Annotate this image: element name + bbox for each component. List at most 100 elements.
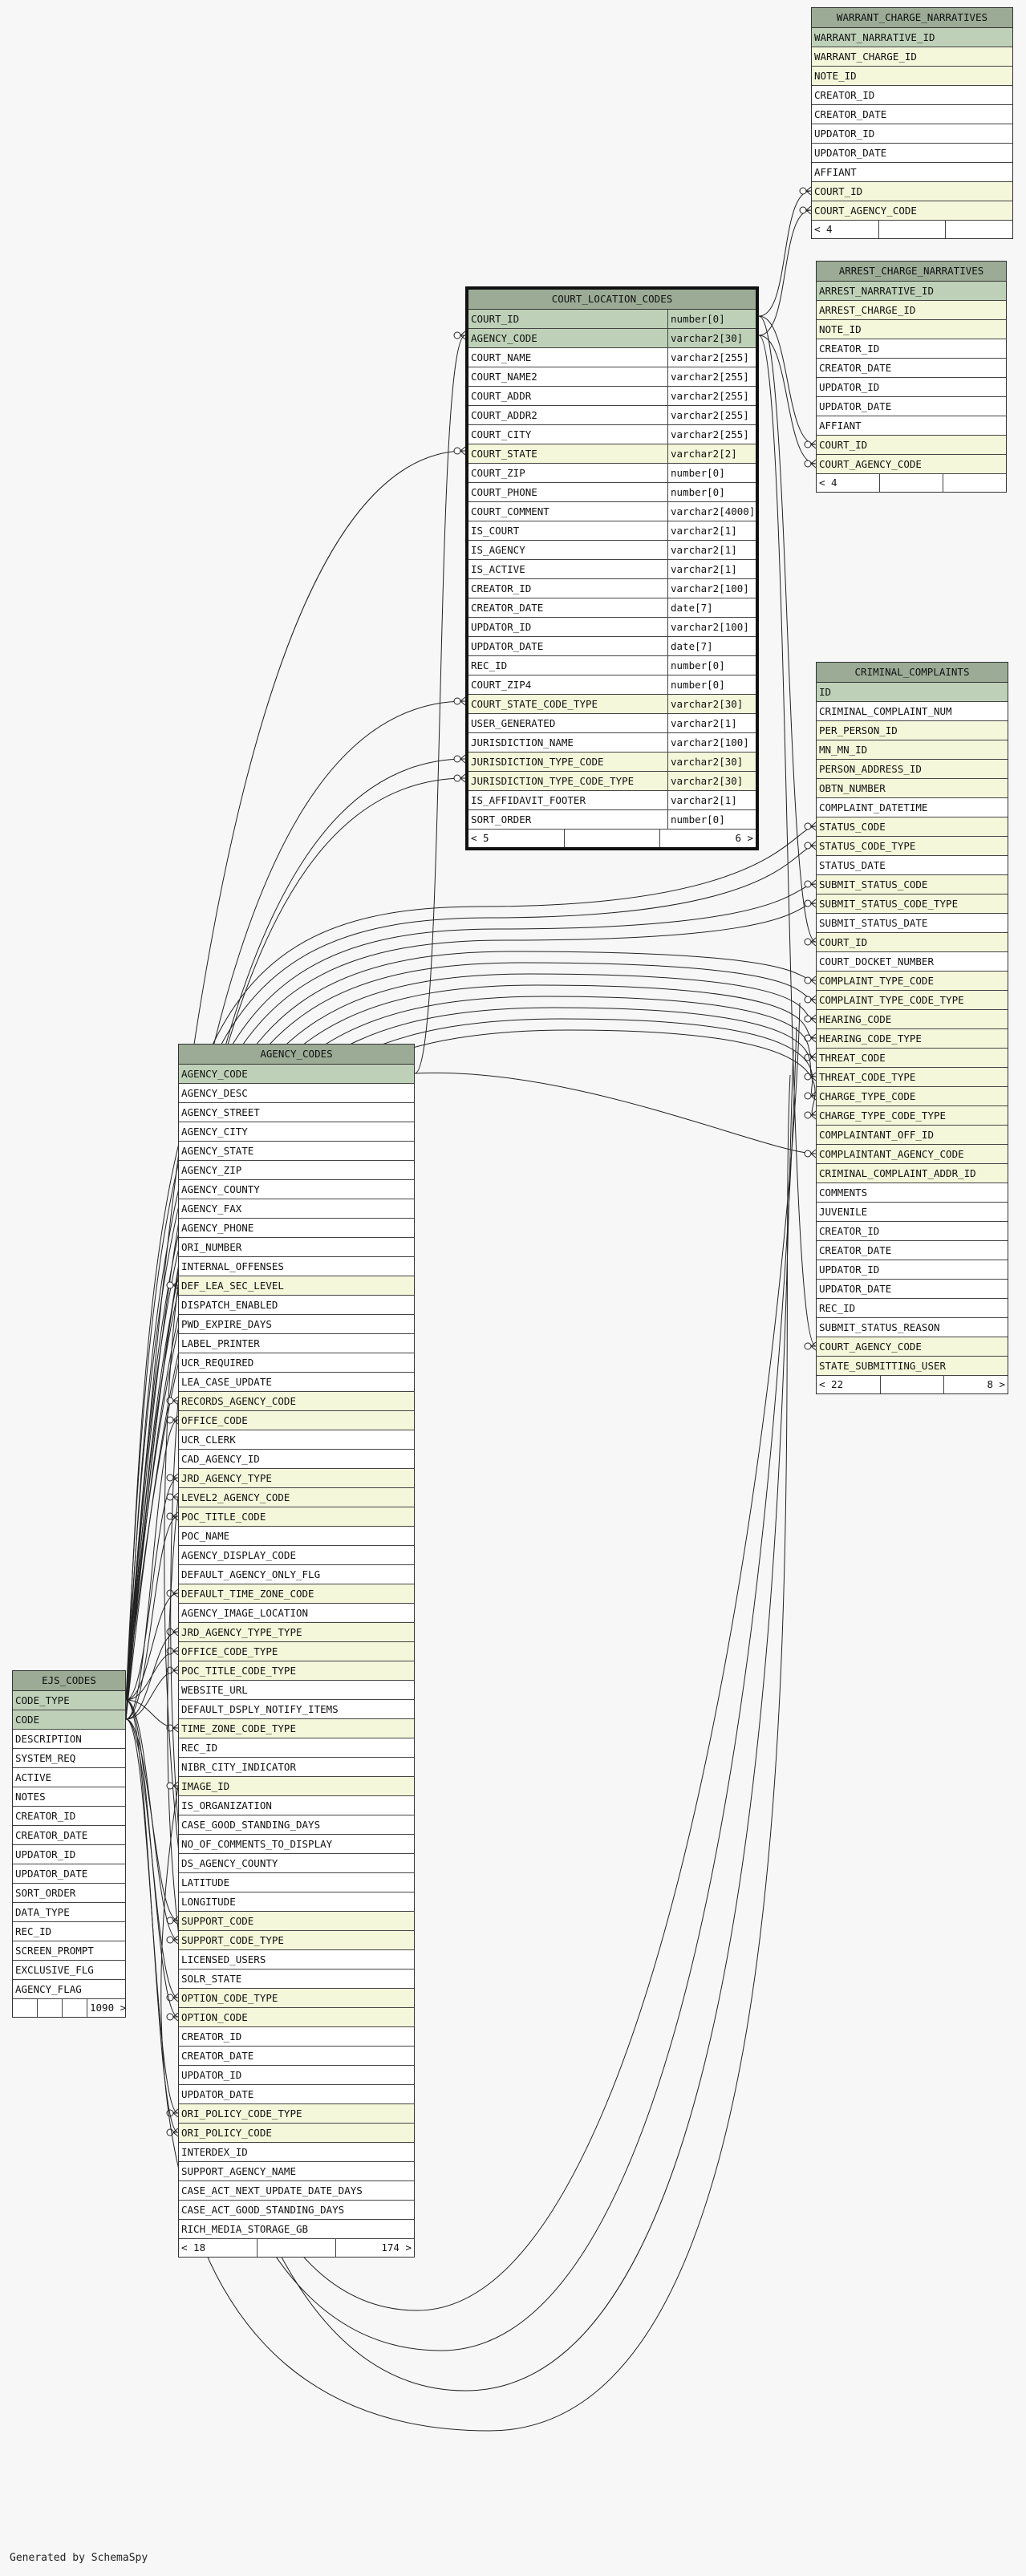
column-row-support-code-type[interactable]: SUPPORT_CODE_TYPE: [179, 1931, 414, 1950]
column-row-def-lea-sec-level[interactable]: DEF_LEA_SEC_LEVEL: [179, 1276, 414, 1296]
column-row-default-time-zone-code[interactable]: DEFAULT_TIME_ZONE_CODE: [179, 1584, 414, 1604]
parents-count[interactable]: < 18: [179, 2239, 258, 2257]
column-row-charge-type-code-type[interactable]: CHARGE_TYPE_CODE_TYPE: [817, 1106, 1008, 1126]
column-row-system-req[interactable]: SYSTEM_REQ: [13, 1749, 125, 1768]
column-row-per-person-id[interactable]: PER_PERSON_ID: [817, 721, 1008, 740]
column-row-support-agency-name[interactable]: SUPPORT_AGENCY_NAME: [179, 2162, 414, 2181]
column-row-website-url[interactable]: WEBSITE_URL: [179, 1681, 414, 1700]
column-row-case-good-standing-days[interactable]: CASE_GOOD_STANDING_DAYS: [179, 1815, 414, 1835]
column-row-exclusive-flg[interactable]: EXCLUSIVE_FLG: [13, 1961, 125, 1980]
column-row-note-id[interactable]: NOTE_ID: [812, 67, 1012, 86]
column-row-court-agency-code[interactable]: COURT_AGENCY_CODE: [812, 201, 1012, 221]
column-row-submit-status-date[interactable]: SUBMIT_STATUS_DATE: [817, 914, 1008, 933]
column-row-submit-status-reason[interactable]: SUBMIT_STATUS_REASON: [817, 1318, 1008, 1337]
column-row-agency-fax[interactable]: AGENCY_FAX: [179, 1199, 414, 1219]
column-row-nibr-city-indicator[interactable]: NIBR_CITY_INDICATOR: [179, 1758, 414, 1777]
column-row-ucr-clerk[interactable]: UCR_CLERK: [179, 1430, 414, 1450]
column-row-agency-desc[interactable]: AGENCY_DESC: [179, 1084, 414, 1103]
column-row-creator-id[interactable]: CREATOR_ID: [817, 1222, 1008, 1241]
column-row-agency-image-location[interactable]: AGENCY_IMAGE_LOCATION: [179, 1604, 414, 1623]
column-row-agency-code[interactable]: AGENCY_CODE: [179, 1065, 414, 1084]
column-row-id[interactable]: ID: [817, 683, 1008, 702]
column-row-agency-city[interactable]: AGENCY_CITY: [179, 1122, 414, 1142]
column-row-agency-display-code[interactable]: AGENCY_DISPLAY_CODE: [179, 1546, 414, 1565]
column-row-complaintant-off-id[interactable]: COMPLAINTANT_OFF_ID: [817, 1126, 1008, 1145]
column-row-criminal-complaint-addr-id[interactable]: CRIMINAL_COMPLAINT_ADDR_ID: [817, 1164, 1008, 1183]
column-row-agency-phone[interactable]: AGENCY_PHONE: [179, 1219, 414, 1238]
column-row-office-code[interactable]: OFFICE_CODE: [179, 1411, 414, 1430]
children-count[interactable]: 8 >: [987, 1378, 1006, 1390]
column-row-agency-street[interactable]: AGENCY_STREET: [179, 1103, 414, 1122]
column-row-creator-id[interactable]: CREATOR_ID: [179, 2027, 414, 2047]
column-row-updator-id[interactable]: UPDATOR_ID: [179, 2066, 414, 2085]
column-row-complaintant-agency-code[interactable]: COMPLAINTANT_AGENCY_CODE: [817, 1145, 1008, 1164]
column-row-updator-date[interactable]: UPDATOR_DATE: [817, 397, 1006, 416]
parents-count[interactable]: < 4: [812, 221, 879, 238]
column-row-agency-zip[interactable]: AGENCY_ZIP: [179, 1161, 414, 1180]
column-row-jrd-agency-type-type[interactable]: JRD_AGENCY_TYPE_TYPE: [179, 1623, 414, 1642]
column-row-creator-id[interactable]: CREATOR_ID: [13, 1807, 125, 1826]
column-row-option-code[interactable]: OPTION_CODE: [179, 2008, 414, 2027]
column-row-ds-agency-county[interactable]: DS_AGENCY_COUNTY: [179, 1854, 414, 1873]
column-row-label-printer[interactable]: LABEL_PRINTER: [179, 1334, 414, 1353]
column-row-support-code[interactable]: SUPPORT_CODE: [179, 1912, 414, 1931]
column-row-no-of-comments-to-display[interactable]: NO_OF_COMMENTS_TO_DISPLAY: [179, 1835, 414, 1854]
column-row-time-zone-code-type[interactable]: TIME_ZONE_CODE_TYPE: [179, 1719, 414, 1738]
parents-count[interactable]: < 5: [468, 830, 565, 847]
footer-cell[interactable]: [38, 1999, 63, 2017]
column-row-case-act-good-standing-days[interactable]: CASE_ACT_GOOD_STANDING_DAYS: [179, 2201, 414, 2220]
column-row-hearing-code-type[interactable]: HEARING_CODE_TYPE: [817, 1029, 1008, 1049]
column-row-creator-id[interactable]: CREATOR_ID: [812, 86, 1012, 105]
table-title[interactable]: COURT_LOCATION_CODES: [468, 290, 756, 310]
column-row-data-type[interactable]: DATA_TYPE: [13, 1903, 125, 1922]
column-row-note-id[interactable]: NOTE_ID: [817, 320, 1006, 339]
column-row-warrant-charge-id[interactable]: WARRANT_CHARGE_ID: [812, 47, 1012, 67]
table-title[interactable]: WARRANT_CHARGE_NARRATIVES: [812, 8, 1012, 28]
column-row-juvenile[interactable]: JUVENILE: [817, 1203, 1008, 1222]
footer-cell[interactable]: [63, 1999, 87, 2017]
column-row-comments[interactable]: COMMENTS: [817, 1183, 1008, 1203]
column-row-is-organization[interactable]: IS_ORGANIZATION: [179, 1796, 414, 1815]
column-row-updator-date[interactable]: UPDATOR_DATE: [817, 1280, 1008, 1299]
column-row-court-id[interactable]: COURT_ID: [812, 182, 1012, 201]
column-row-option-code-type[interactable]: OPTION_CODE_TYPE: [179, 1989, 414, 2008]
table-title[interactable]: ARREST_CHARGE_NARRATIVES: [817, 262, 1006, 282]
column-row-cad-agency-id[interactable]: CAD_AGENCY_ID: [179, 1450, 414, 1469]
column-row-status-code-type[interactable]: STATUS_CODE_TYPE: [817, 837, 1008, 856]
parents-count[interactable]: < 22: [817, 1376, 881, 1393]
column-row-agency-county[interactable]: AGENCY_COUNTY: [179, 1180, 414, 1199]
column-row-updator-date[interactable]: UPDATOR_DATE: [179, 2085, 414, 2104]
table-title[interactable]: CRIMINAL_COMPLAINTS: [817, 663, 1008, 683]
column-row-hearing-code[interactable]: HEARING_CODE: [817, 1010, 1008, 1029]
column-row-status-date[interactable]: STATUS_DATE: [817, 856, 1008, 875]
footer-cell[interactable]: [879, 221, 947, 238]
column-row-description[interactable]: DESCRIPTION: [13, 1730, 125, 1749]
column-row-ori-policy-code-type[interactable]: ORI_POLICY_CODE_TYPE: [179, 2104, 414, 2124]
column-row-creator-date[interactable]: CREATOR_DATE: [817, 1241, 1008, 1260]
column-row-ori-number[interactable]: ORI_NUMBER: [179, 1238, 414, 1257]
column-row-creator-date[interactable]: CREATOR_DATE: [812, 105, 1012, 124]
column-row-poc-title-code[interactable]: POC_TITLE_CODE: [179, 1507, 414, 1527]
